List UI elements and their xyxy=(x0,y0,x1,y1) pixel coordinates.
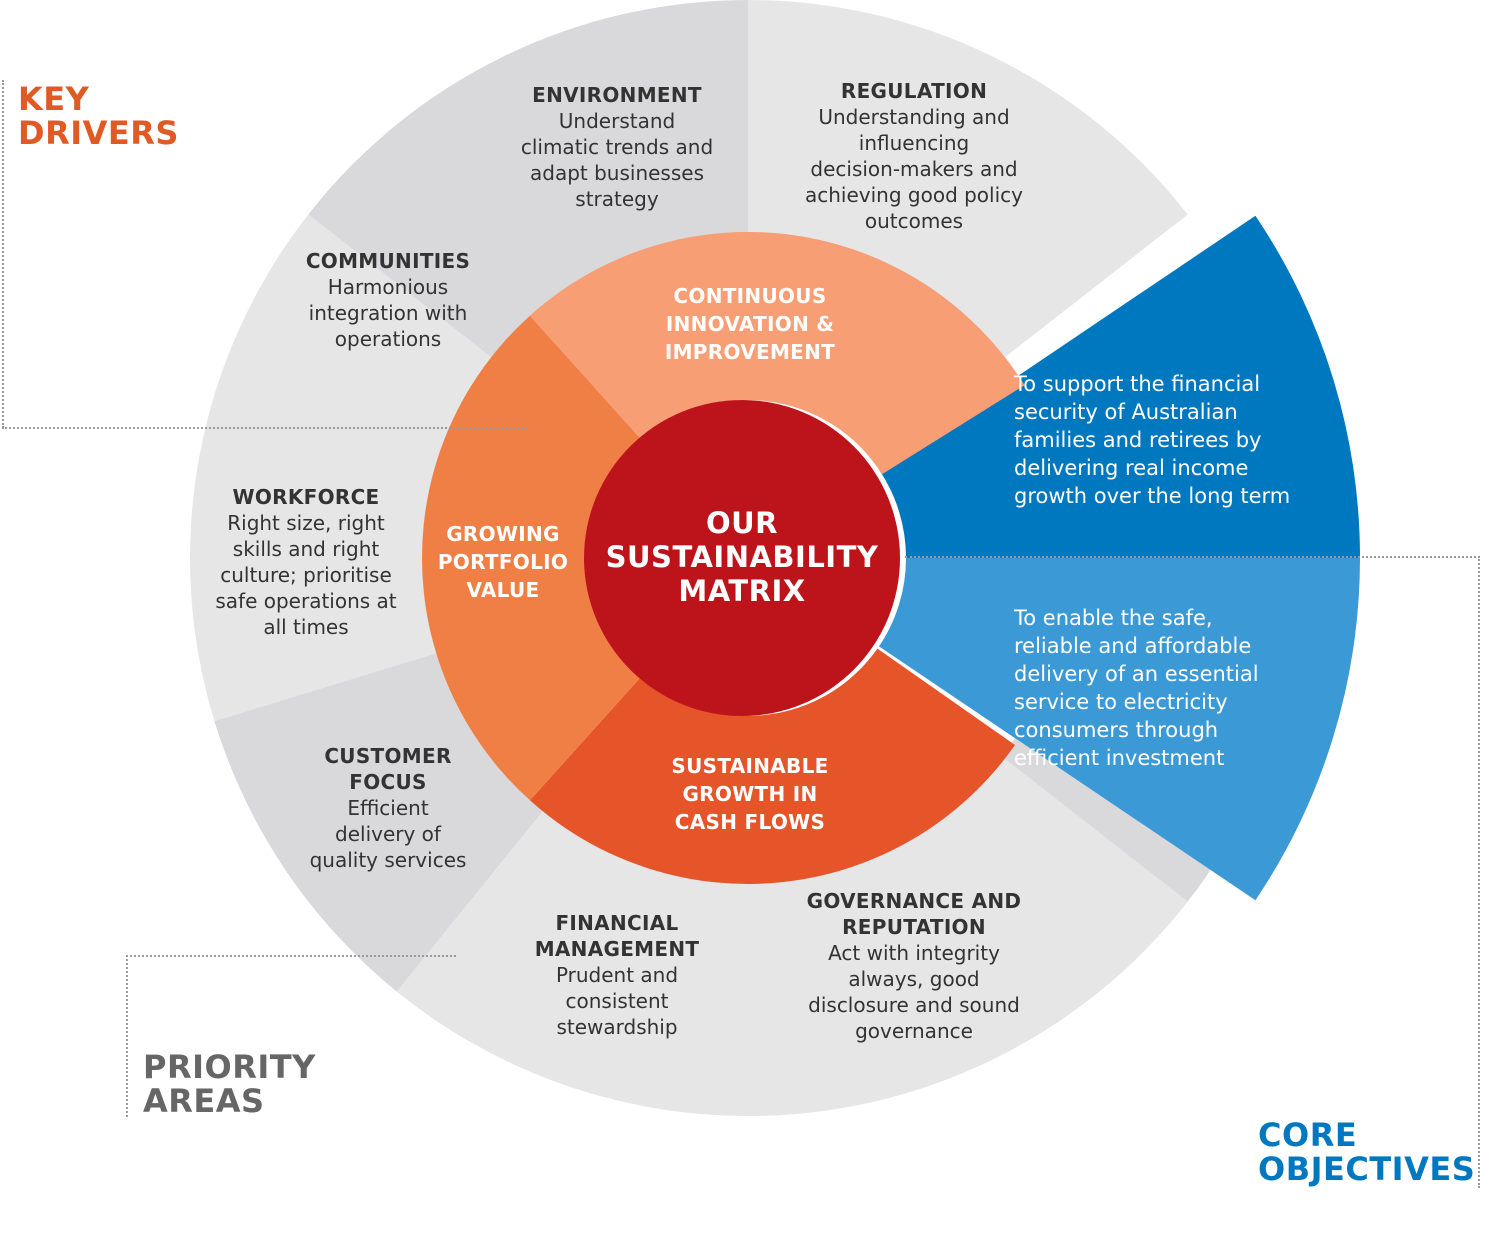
priority-governance-reputation-title: GOVERNANCE AND xyxy=(806,889,1022,913)
driver-environment-text: strategy xyxy=(575,187,659,211)
objective-line: reliable and affordable xyxy=(1014,634,1252,658)
ring-continuous-innovation xyxy=(529,231,1025,475)
objective-line: delivering real income xyxy=(1014,456,1249,480)
priority-governance-reputation: GOVERNANCE AND REPUTATION Act with integ… xyxy=(774,888,1054,1044)
priority-governance-reputation-text: always, good xyxy=(848,967,980,991)
priority-workforce-title: WORKFORCE xyxy=(232,485,380,509)
driver-regulation-text: outcomes xyxy=(864,209,964,233)
driver-environment-text: adapt businesses xyxy=(530,161,704,185)
priority-financial-management-title: MANAGEMENT xyxy=(534,937,700,961)
objective-line: growth over the long term xyxy=(1014,484,1291,508)
priority-financial-management-text: consistent xyxy=(565,989,669,1013)
ring-growing-portfolio xyxy=(421,315,643,801)
driver-regulation-text: achieving good policy xyxy=(804,183,1023,207)
priority-areas-bracket-vertical xyxy=(126,955,128,1117)
priority-governance-reputation-text: Act with integrity xyxy=(828,941,1000,965)
driver-environment: ENVIRONMENT Understand climatic trends a… xyxy=(497,82,737,212)
objective-electricity-service: To enable the safe, reliable and afforda… xyxy=(1014,604,1344,772)
ring-innovation-line: CONTINUOUS xyxy=(673,284,827,308)
objective-line: delivery of an essential xyxy=(1014,662,1259,686)
ring-portfolio-line: GROWING xyxy=(446,522,560,546)
priority-workforce-text: culture; prioritise xyxy=(220,563,392,587)
priority-customer-focus-text: Efficient xyxy=(347,796,429,820)
driver-communities: COMMUNITIES Harmonious integration with … xyxy=(278,248,498,352)
center-title: OUR SUSTAINABILITY MATRIX xyxy=(582,506,902,608)
driver-communities-text: operations xyxy=(334,327,442,351)
objective-line: families and retirees by xyxy=(1014,428,1262,452)
priority-financial-management-text: Prudent and xyxy=(555,963,679,987)
objective-financial-security: To support the financial security of Aus… xyxy=(1014,370,1344,510)
ring-cashflow-line: GROWTH IN xyxy=(682,782,818,806)
segment-regulation xyxy=(748,0,1188,360)
ring-cashflow-line: CASH FLOWS xyxy=(674,810,826,834)
ring-portfolio-line: VALUE xyxy=(466,578,540,602)
priority-customer-focus-title: CUSTOMER xyxy=(324,744,452,768)
segment-governance-reputation xyxy=(748,756,1188,1116)
objective-line: To enable the safe, xyxy=(1014,606,1213,630)
ring-innovation-line: INNOVATION & xyxy=(665,312,835,336)
driver-regulation: REGULATION Understanding and influencing… xyxy=(774,78,1054,234)
ring-portfolio-line: PORTFOLIO xyxy=(437,550,569,574)
objective-line: efficient investment xyxy=(1014,746,1225,770)
priority-financial-management-text: stewardship xyxy=(556,1015,678,1039)
center-title-line: MATRIX xyxy=(678,574,806,608)
priority-governance-reputation-text: disclosure and sound xyxy=(808,993,1020,1017)
objective-line: consumers through xyxy=(1014,718,1219,742)
ring-cashflow-label: SUSTAINABLE GROWTH IN CASH FLOWS xyxy=(620,752,880,836)
driver-regulation-title: REGULATION xyxy=(840,79,988,103)
segment-communities xyxy=(190,214,495,722)
center-title-line: OUR xyxy=(705,506,779,540)
priority-financial-management: FINANCIAL MANAGEMENT Prudent and consist… xyxy=(502,910,732,1040)
ring-innovation-label: CONTINUOUS INNOVATION & IMPROVEMENT xyxy=(620,282,880,366)
driver-environment-title: ENVIRONMENT xyxy=(532,83,702,107)
driver-regulation-text: influencing xyxy=(858,131,970,155)
driver-communities-text: Harmonious xyxy=(327,275,449,299)
ring-innovation-line: IMPROVEMENT xyxy=(664,340,836,364)
segment-environment xyxy=(308,0,748,360)
priority-customer-focus-text: quality services xyxy=(309,848,467,872)
center-title-line: SUSTAINABILITY xyxy=(605,540,879,574)
priority-workforce-text: all times xyxy=(263,615,349,639)
key-drivers-bracket-vertical xyxy=(2,80,4,428)
driver-communities-text: integration with xyxy=(308,301,468,325)
objective-line: security of Australian xyxy=(1014,400,1238,424)
objective-line: service to electricity xyxy=(1014,690,1228,714)
ring-cashflow-line: SUSTAINABLE xyxy=(671,754,829,778)
priority-financial-management-title: FINANCIAL xyxy=(555,911,679,935)
ring-sustainable-growth xyxy=(529,648,1015,884)
priority-governance-reputation-text: governance xyxy=(855,1019,973,1043)
objective-wedge-financial-security xyxy=(879,215,1360,559)
priority-workforce-text: Right size, right xyxy=(227,511,385,535)
priority-customer-focus: CUSTOMER FOCUS Efficient delivery of qua… xyxy=(278,743,498,873)
segment-workforce xyxy=(214,652,546,992)
driver-environment-text: climatic trends and xyxy=(520,135,714,159)
core-objectives-bracket-horizontal xyxy=(905,556,1480,558)
driver-regulation-text: Understanding and xyxy=(818,105,1010,129)
priority-customer-focus-title: FOCUS xyxy=(349,770,427,794)
driver-environment-text: Understand xyxy=(558,109,676,133)
priority-customer-focus-text: delivery of xyxy=(335,822,441,846)
ring-portfolio-label: GROWING PORTFOLIO VALUE xyxy=(423,520,583,604)
objective-line: To support the financial xyxy=(1014,372,1261,396)
core-circle xyxy=(584,400,900,716)
key-drivers-bracket-horizontal xyxy=(2,427,527,429)
priority-workforce-text: skills and right xyxy=(232,537,380,561)
priority-workforce-text: safe operations at xyxy=(215,589,397,613)
objective-wedge-electricity-service xyxy=(879,558,1360,901)
priority-workforce: WORKFORCE Right size, right skills and r… xyxy=(196,484,416,640)
driver-regulation-text: decision-makers and xyxy=(810,157,1018,181)
priority-areas-bracket-horizontal xyxy=(126,955,456,957)
driver-communities-title: COMMUNITIES xyxy=(305,249,471,273)
core-objectives-bracket-vertical xyxy=(1478,556,1480,1188)
priority-governance-reputation-title: REPUTATION xyxy=(842,915,986,939)
